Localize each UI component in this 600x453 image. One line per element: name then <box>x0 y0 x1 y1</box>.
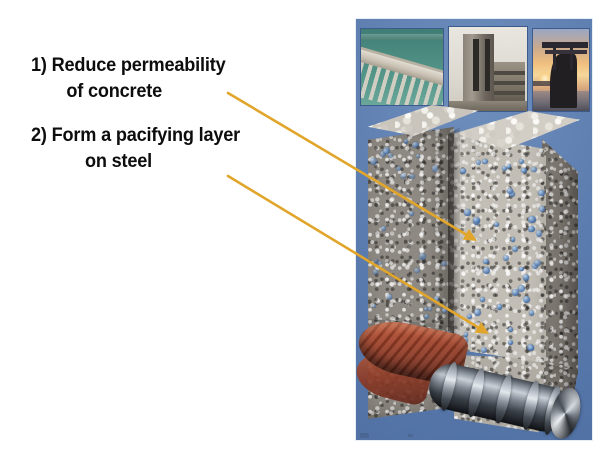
inhibitor-sphere <box>518 158 525 165</box>
inhibitor-sphere <box>512 288 520 296</box>
panel-artifact-mark-1 <box>360 433 369 438</box>
inhibitor-sphere <box>538 189 545 197</box>
concrete-block-right-side <box>542 139 578 375</box>
inhibitor-sphere <box>507 340 513 345</box>
inhibitor-sphere <box>506 164 512 169</box>
inhibitor-sphere <box>528 309 535 316</box>
inhibitor-sphere <box>518 285 526 293</box>
photo-bridge <box>360 28 444 106</box>
inhibitor-sphere <box>403 139 409 144</box>
inhibitor-sphere <box>507 188 514 195</box>
inhibitor-sphere <box>493 221 499 227</box>
inhibitor-sphere <box>399 172 406 179</box>
inhibitor-sphere <box>508 190 515 197</box>
sunset-crane-beam-2 <box>545 50 587 55</box>
bullet-1-line-1: 1) Reduce permeability <box>31 54 226 76</box>
inhibitor-sphere <box>480 297 485 302</box>
inhibitor-sphere <box>510 237 516 242</box>
photo-sunset <box>532 28 590 112</box>
inhibitor-sphere <box>496 304 503 310</box>
inhibitor-sphere <box>530 166 537 173</box>
building-deck-1 <box>491 70 526 75</box>
inhibitor-sphere <box>532 263 539 270</box>
bullet-item-1: 1) Reduce permeability of concrete <box>18 52 318 104</box>
sun-disc-icon <box>538 71 551 85</box>
inhibitor-sphere <box>370 158 377 165</box>
inhibitor-sphere <box>523 296 531 304</box>
concrete-corrosion-illustration-panel <box>355 18 593 441</box>
building-deck-2 <box>491 80 526 85</box>
sunset-dock <box>533 81 553 86</box>
inhibitor-sphere <box>476 160 482 166</box>
inhibitor-sphere <box>483 258 489 265</box>
inhibitor-sphere <box>482 266 491 275</box>
building-window-slot-2 <box>484 38 491 91</box>
inhibitor-sphere <box>519 266 524 272</box>
inhibitor-sphere <box>521 167 527 174</box>
inhibitor-sphere <box>411 142 418 148</box>
building-window-slot-1 <box>473 38 479 91</box>
sunset-crane-leg-2 <box>569 45 573 70</box>
bullet-1-line-2: of concrete <box>66 80 163 102</box>
inhibitor-sphere <box>507 326 514 333</box>
bullet-2-line-1: 2) Form a pacifying layer <box>31 124 241 146</box>
inhibitor-sphere <box>409 173 415 179</box>
inhibitor-sphere <box>388 152 394 158</box>
bridge-far-shore <box>361 33 443 40</box>
building-deck-3 <box>491 90 526 96</box>
sunset-crane-leg-1 <box>553 45 556 70</box>
inhibitor-sphere <box>386 293 393 300</box>
inhibitor-sphere <box>501 165 507 171</box>
building-ground <box>449 100 527 111</box>
bullet-item-2: 2) Form a pacifying layer on steel <box>18 122 318 174</box>
inhibitor-sphere <box>522 274 530 281</box>
inhibitor-sphere <box>464 209 471 216</box>
bullet-2-line-2: on steel <box>84 150 153 172</box>
concrete-cutaway <box>356 97 592 440</box>
inhibitor-sphere <box>503 255 510 261</box>
inhibitor-sphere <box>433 295 440 302</box>
inhibitor-sphere <box>460 168 467 174</box>
inhibitor-sphere <box>423 313 430 319</box>
inhibitor-sphere <box>374 258 380 264</box>
panel-artifact-mark-2 <box>408 434 413 437</box>
concrete-block-left-face <box>368 127 454 339</box>
inhibitor-sphere <box>539 206 545 212</box>
inhibitor-sphere <box>473 216 480 223</box>
inhibitor-sphere <box>480 347 487 354</box>
inhibitor-sphere <box>528 345 535 351</box>
inhibitor-sphere <box>534 259 541 267</box>
inhibitor-sphere <box>431 164 439 172</box>
inhibitor-sphere <box>511 245 518 252</box>
inhibitor-sphere <box>463 332 469 337</box>
bullet-list: 1) Reduce permeability of concrete 2) Fo… <box>18 52 318 192</box>
inhibitor-sphere <box>482 158 488 165</box>
sunset-crane-beam-1 <box>541 42 588 48</box>
inhibitor-sphere <box>535 230 543 238</box>
inhibitor-sphere <box>528 215 536 223</box>
inhibitor-sphere <box>528 225 535 233</box>
